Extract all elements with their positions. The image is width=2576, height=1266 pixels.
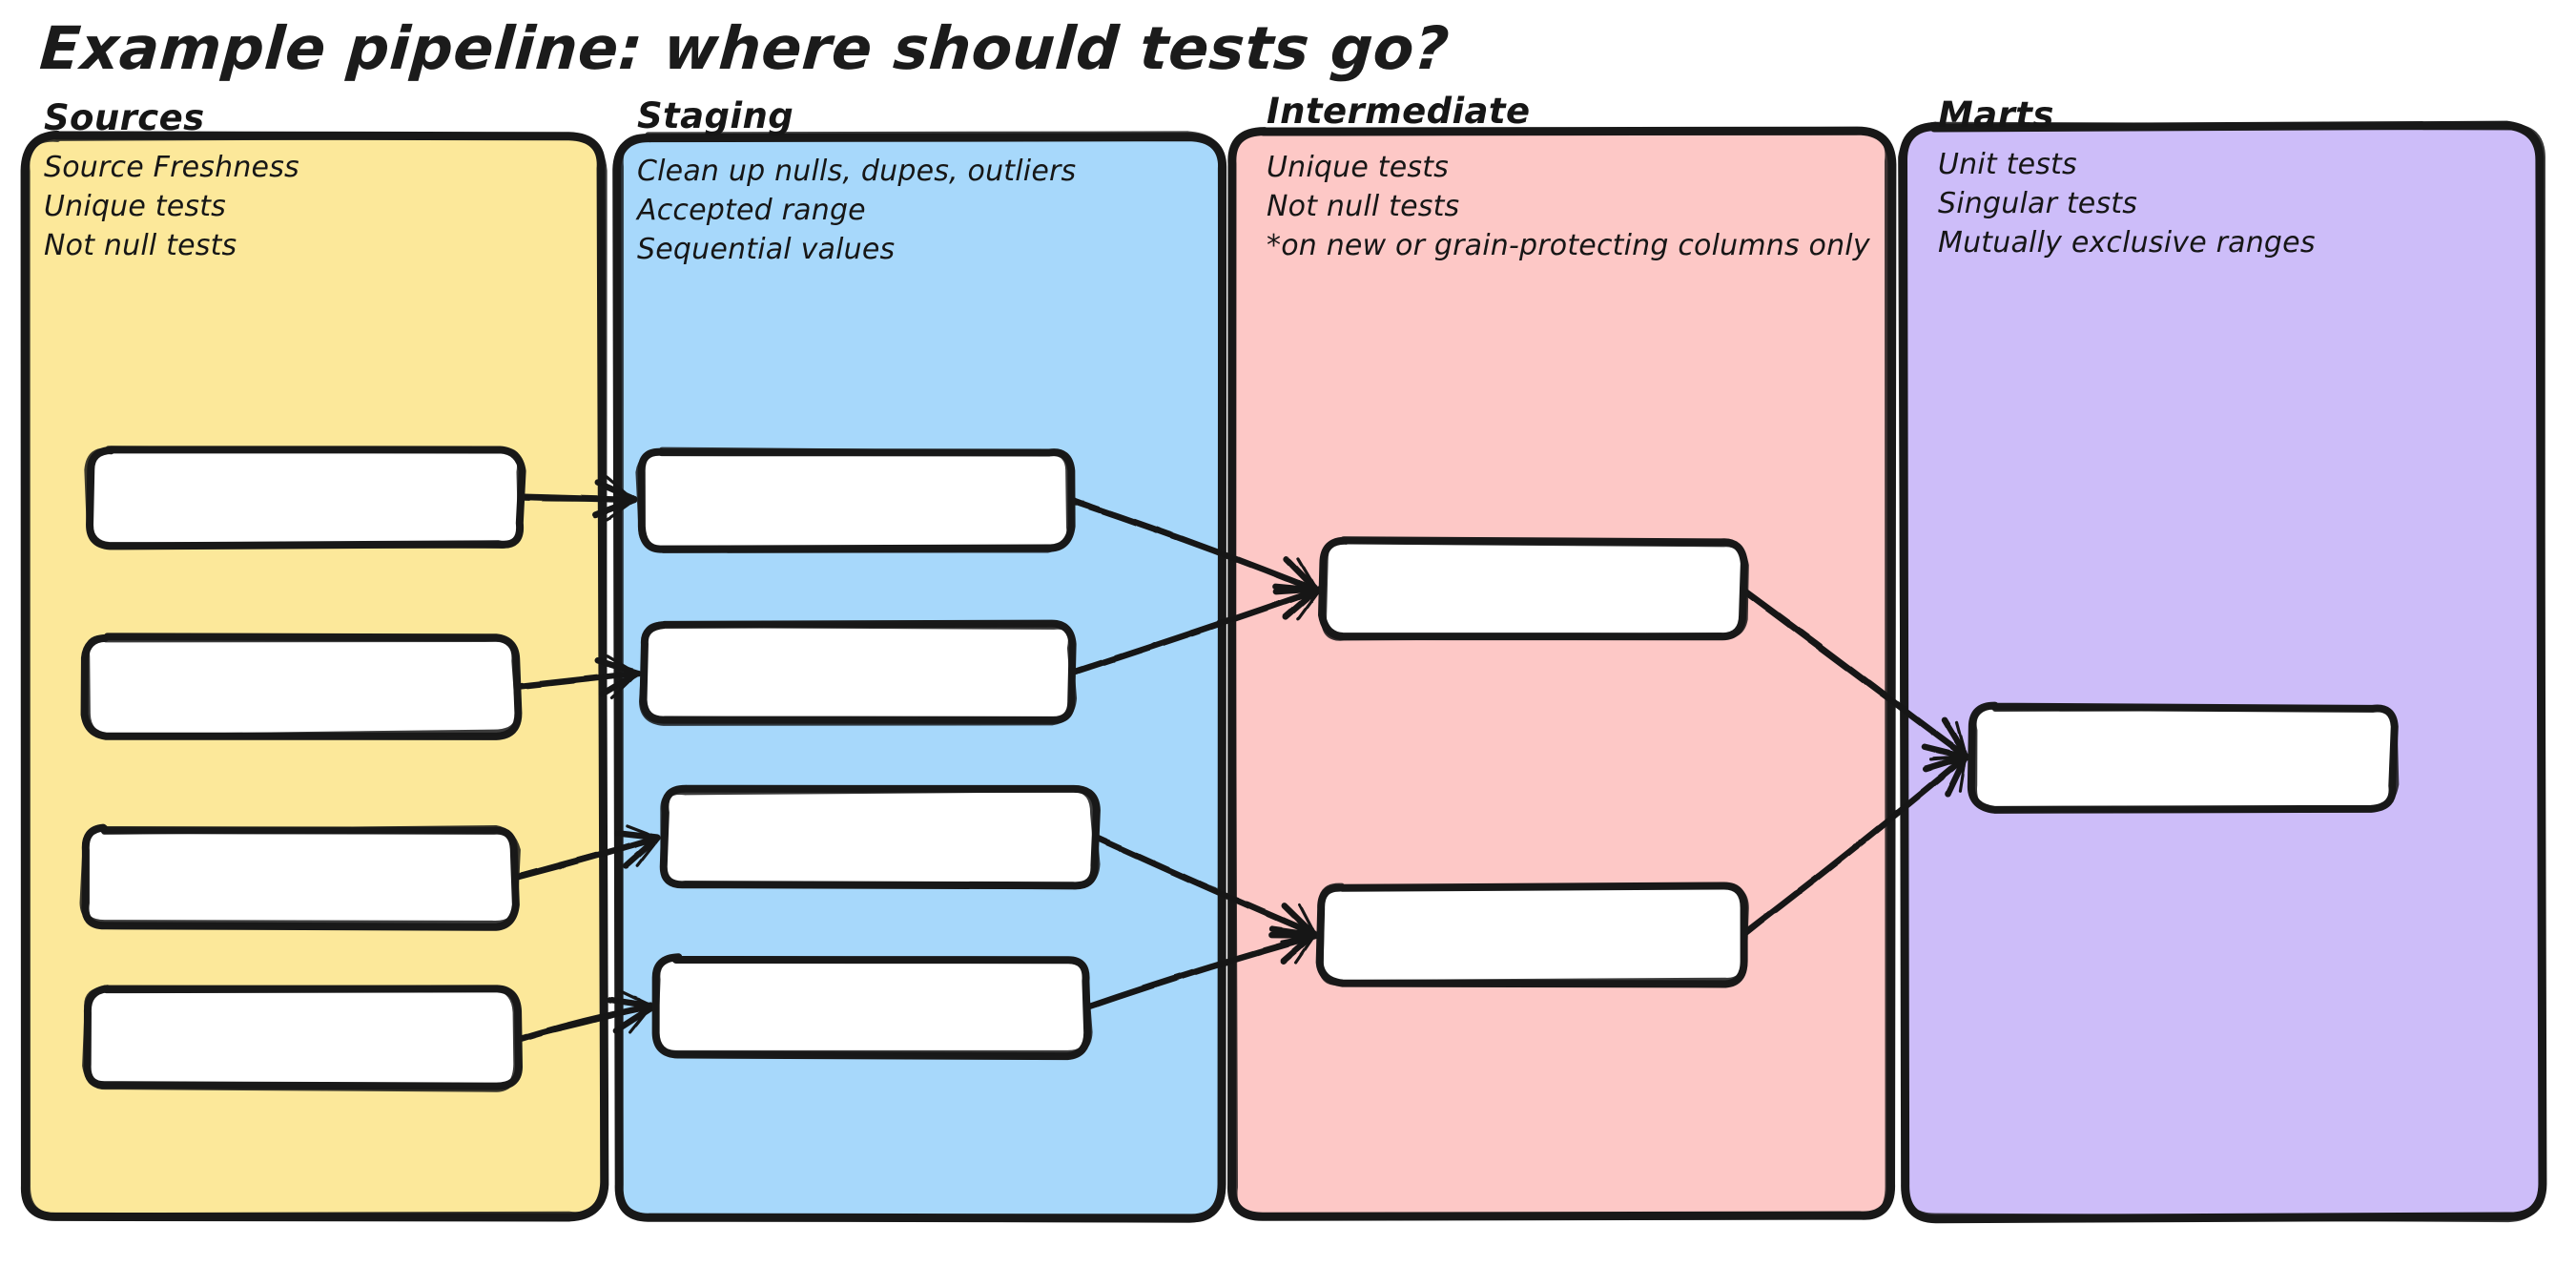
lane-title-sources: Sources bbox=[44, 97, 205, 138]
node-marts.0 bbox=[1967, 701, 2400, 814]
lane-title-staging: Staging bbox=[637, 95, 794, 136]
lane-title-marts: Marts bbox=[1938, 94, 2054, 135]
node-staging.1[interactable] bbox=[643, 625, 1072, 721]
lane-notes-staging: Clean up nulls, dupes, outliers Accepted… bbox=[637, 152, 1076, 269]
lane-note: Mutually exclusive ranges bbox=[1938, 226, 2316, 259]
node-staging.3 bbox=[651, 953, 1093, 1061]
node-staging.0 bbox=[635, 446, 1076, 553]
node-intermediate.1[interactable] bbox=[1320, 887, 1745, 983]
lane-notes-intermediate: Unique tests Not null tests *on new or g… bbox=[1267, 148, 1870, 265]
edge-staging.3-to-intermediate.1 bbox=[1083, 920, 1319, 1011]
lane-notes-marts: Unit tests Singular tests Mutually exclu… bbox=[1938, 145, 2316, 262]
node-intermediate.0 bbox=[1318, 536, 1749, 641]
node-staging.2 bbox=[659, 784, 1101, 890]
edge-sources.2-to-staging.2 bbox=[512, 823, 661, 881]
edge-sources.1-to-staging.1 bbox=[514, 654, 642, 700]
node-sources.3 bbox=[82, 985, 523, 1092]
node-staging.1 bbox=[638, 619, 1078, 726]
node-sources.1[interactable] bbox=[86, 638, 517, 735]
lane-note: Singular tests bbox=[1938, 187, 2138, 220]
node-intermediate.0[interactable] bbox=[1324, 542, 1743, 637]
edge-connectors bbox=[512, 475, 1970, 1043]
node-sources.0[interactable] bbox=[90, 449, 521, 546]
node-sources.2 bbox=[79, 823, 521, 931]
edge-sources.0-to-staging.0 bbox=[516, 475, 638, 521]
lane-shape-marts bbox=[1898, 120, 2547, 1224]
lane-note: Clean up nulls, dupes, outliers bbox=[637, 155, 1077, 188]
node-marts.0[interactable] bbox=[1972, 707, 2394, 808]
lane-note: Unit tests bbox=[1938, 148, 2077, 181]
page-title: Example pipeline: where should tests go? bbox=[37, 13, 1453, 83]
lane-shape-intermediate bbox=[1227, 126, 1897, 1221]
edge-sources.3-to-staging.3 bbox=[515, 989, 655, 1043]
node-sources.3[interactable] bbox=[86, 990, 517, 1087]
node-intermediate.1 bbox=[1315, 882, 1749, 988]
node-staging.2[interactable] bbox=[664, 790, 1095, 886]
node-staging.3[interactable] bbox=[656, 959, 1087, 1055]
lane-note: Unique tests bbox=[44, 190, 226, 223]
lane-title-intermediate: Intermediate bbox=[1267, 91, 1531, 132]
node-sources.0 bbox=[84, 446, 526, 550]
edge-staging.1-to-intermediate.0 bbox=[1069, 575, 1322, 675]
lane-notes-sources: Source Freshness Unique tests Not null t… bbox=[44, 148, 299, 265]
node-shapes bbox=[79, 446, 2400, 1092]
node-staging.0[interactable] bbox=[641, 451, 1070, 548]
edge-intermediate.1-to-marts.0 bbox=[1741, 753, 1969, 938]
lane-note: Not null tests bbox=[1267, 190, 1460, 223]
lane-note: Accepted range bbox=[637, 194, 866, 227]
node-sources.1 bbox=[80, 633, 523, 740]
lane-note: Sequential values bbox=[637, 233, 896, 266]
lane-note: Unique tests bbox=[1267, 151, 1449, 184]
node-sources.2[interactable] bbox=[84, 829, 515, 925]
lane-note: Not null tests bbox=[44, 229, 237, 262]
lane-note: Source Freshness bbox=[44, 151, 299, 184]
lane-note: *on new or grain-protecting columns only bbox=[1267, 229, 1870, 262]
